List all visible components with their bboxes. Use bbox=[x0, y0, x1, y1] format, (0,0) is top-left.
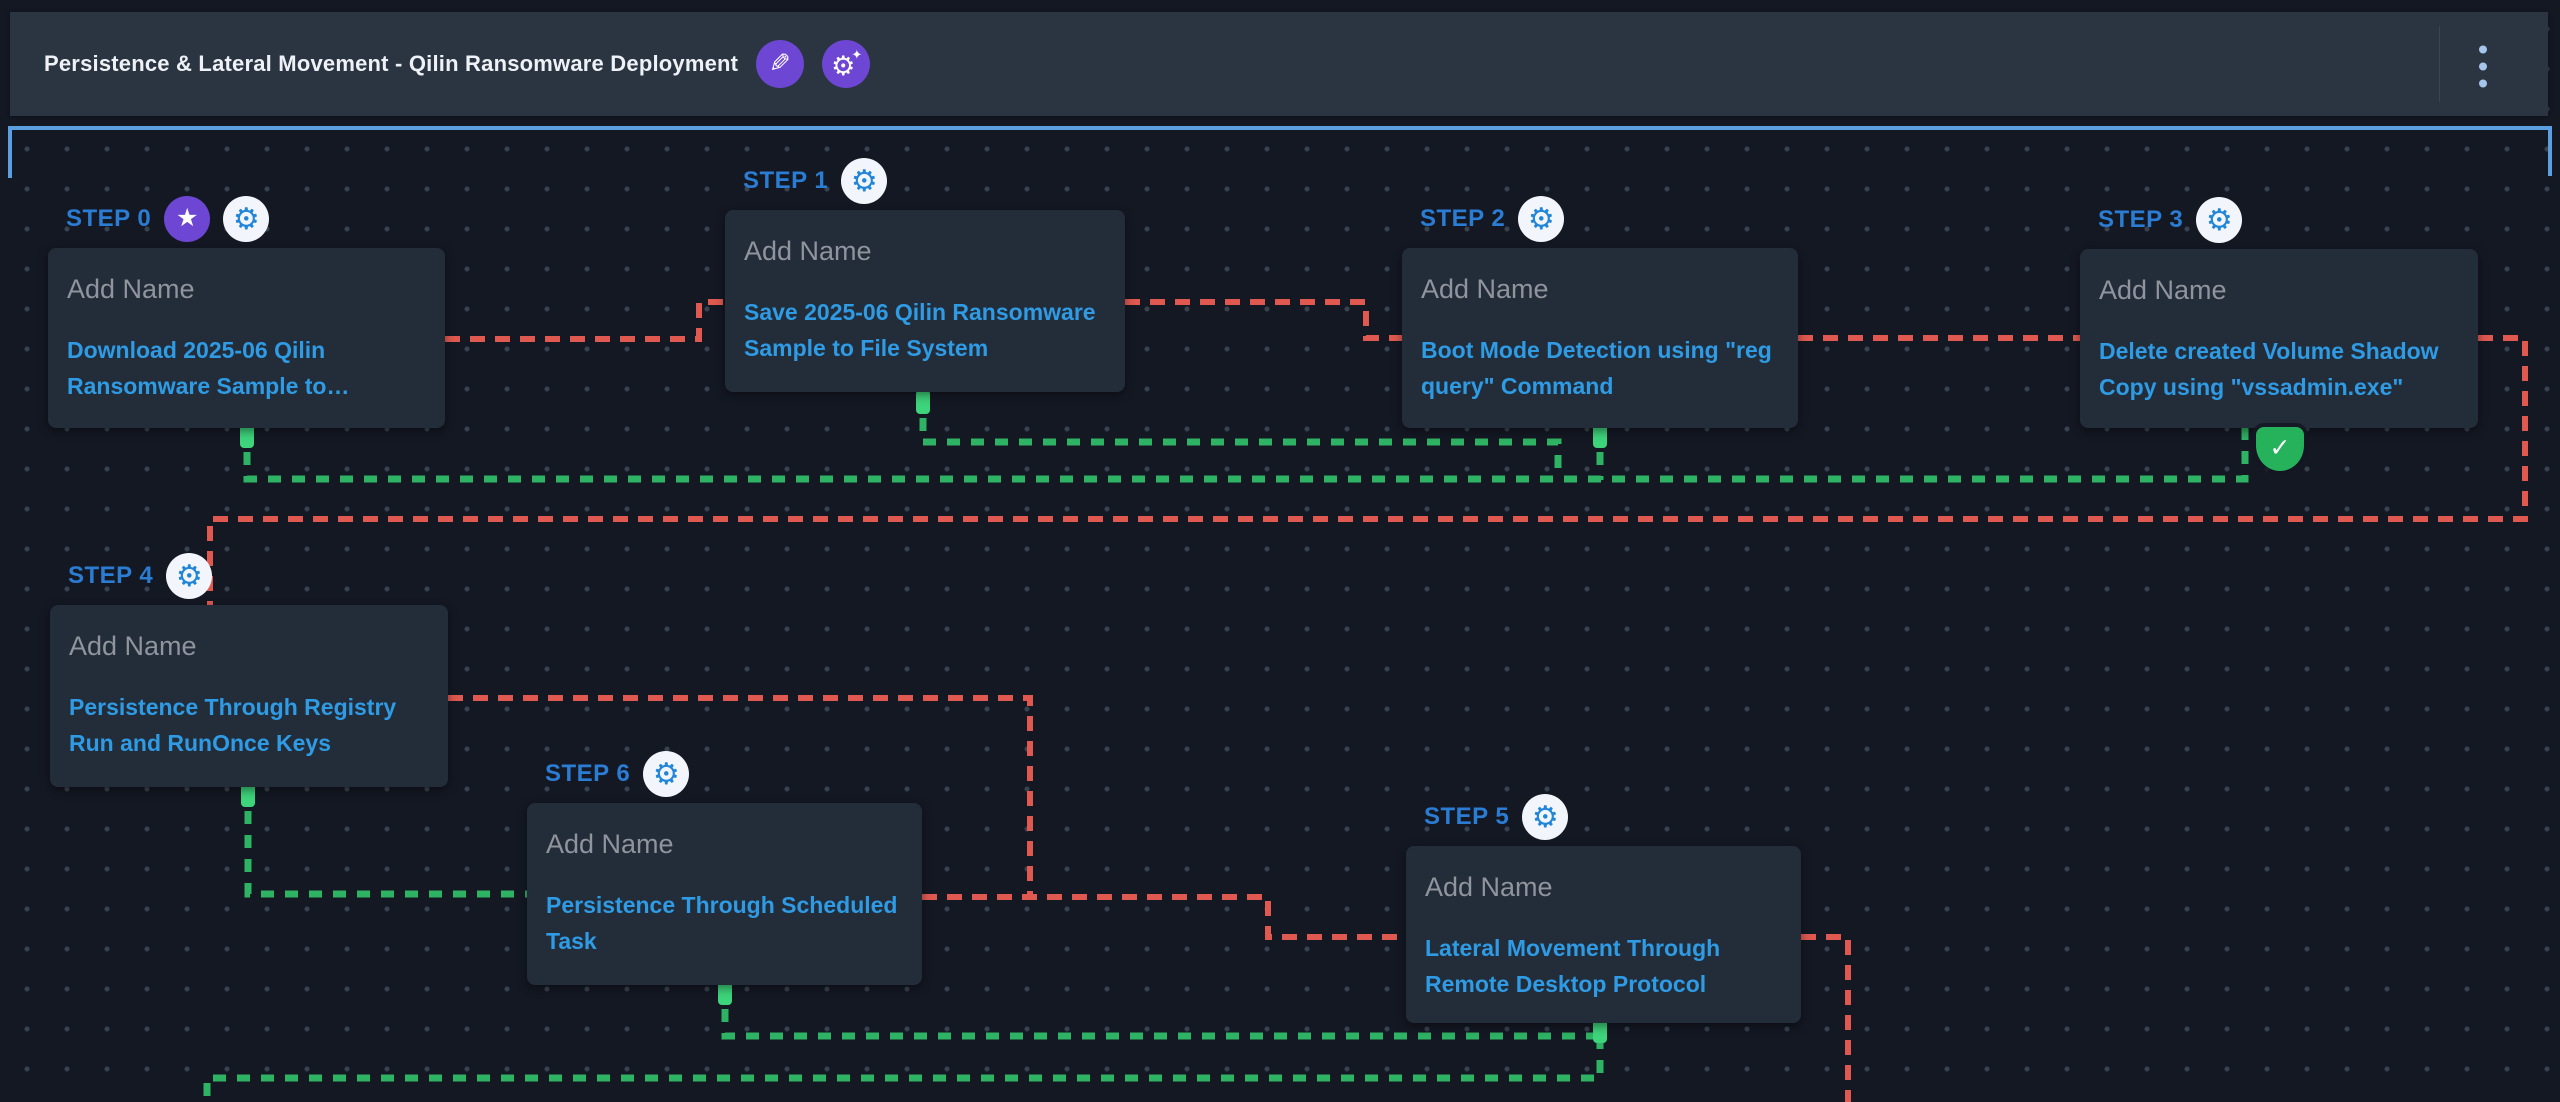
star-icon: ★ bbox=[176, 203, 199, 232]
step-4-name-placeholder[interactable]: Add Name bbox=[69, 631, 197, 661]
kebab-dot bbox=[2479, 79, 2487, 88]
gear-icon: ⚙ bbox=[175, 560, 203, 593]
step-6-description-link[interactable]: Persistence Through Scheduled Task bbox=[546, 892, 898, 954]
step-0-name-placeholder[interactable]: Add Name bbox=[67, 274, 195, 304]
step-5-label: STEP 5 bbox=[1424, 803, 1510, 830]
step-0-description-link[interactable]: Download 2025-06 Qilin Ransomware Sample… bbox=[67, 337, 350, 399]
step-2-name-placeholder[interactable]: Add Name bbox=[1421, 274, 1549, 304]
output-connector-stub[interactable] bbox=[916, 390, 930, 414]
workflow-title: Persistence & Lateral Movement - Qilin R… bbox=[44, 51, 739, 76]
step-6-label: STEP 6 bbox=[545, 760, 631, 787]
step-1-settings-button[interactable]: ⚙ bbox=[841, 158, 888, 204]
step-0-settings-button[interactable]: ⚙ bbox=[223, 196, 270, 242]
check-icon: ✓ bbox=[2269, 434, 2291, 462]
step-1-label: STEP 1 bbox=[743, 167, 829, 194]
step-2-settings-button[interactable]: ⚙ bbox=[1518, 196, 1565, 242]
step-1-description-link[interactable]: Save 2025-06 Qilin Ransomware Sample to … bbox=[744, 299, 1096, 361]
canvas-border-top bbox=[8, 126, 2552, 130]
gear-icon: ⚙ bbox=[232, 203, 260, 236]
step-0-label: STEP 0 bbox=[66, 205, 152, 232]
canvas-border-left bbox=[8, 126, 12, 178]
step-1-name-placeholder[interactable]: Add Name bbox=[744, 236, 872, 266]
workflow-settings-button[interactable]: ⚙ ✦ bbox=[822, 40, 871, 88]
header-divider bbox=[2439, 26, 2440, 102]
step-3-name-placeholder[interactable]: Add Name bbox=[2099, 275, 2227, 305]
step-3-label: STEP 3 bbox=[2098, 206, 2184, 233]
step-2-label: STEP 2 bbox=[1420, 205, 1506, 232]
edge-success bbox=[203, 1036, 1604, 1102]
sparkle-icon: ✦ bbox=[851, 47, 863, 62]
edge-success bbox=[244, 787, 527, 898]
gear-icon: ⚙ bbox=[831, 50, 856, 81]
step-0-star-button[interactable]: ★ bbox=[164, 196, 211, 242]
edge-fail bbox=[445, 299, 725, 342]
edge-success bbox=[243, 428, 2249, 483]
gear-icon: ⚙ bbox=[1527, 203, 1555, 236]
step-6-name-placeholder[interactable]: Add Name bbox=[546, 829, 674, 859]
step-3-description-link[interactable]: Delete created Volume Shadow Copy using … bbox=[2099, 338, 2439, 400]
kebab-dot bbox=[2479, 62, 2487, 71]
canvas-border-right bbox=[2548, 126, 2552, 176]
step-4-label: STEP 4 bbox=[68, 562, 154, 589]
step-3-settings-button[interactable]: ⚙ bbox=[2196, 197, 2243, 243]
edge-fail bbox=[1125, 299, 1402, 341]
edge-fail bbox=[922, 894, 1406, 940]
pencil-icon: ✎ bbox=[769, 47, 792, 78]
gear-icon: ⚙ bbox=[652, 758, 680, 791]
gear-icon: ⚙ bbox=[850, 165, 878, 198]
kebab-dot bbox=[2479, 45, 2487, 54]
overflow-menu-button[interactable] bbox=[2475, 42, 2491, 92]
step-4-settings-button[interactable]: ⚙ bbox=[166, 553, 213, 599]
edit-workflow-button[interactable]: ✎ bbox=[756, 40, 805, 88]
gear-icon: ⚙ bbox=[1531, 801, 1559, 834]
step-5-settings-button[interactable]: ⚙ bbox=[1522, 794, 1569, 840]
step-4-description-link[interactable]: Persistence Through Registry Run and Run… bbox=[69, 694, 397, 756]
gear-icon: ⚙ bbox=[2205, 204, 2233, 237]
step-5-description-link[interactable]: Lateral Movement Through Remote Desktop … bbox=[1425, 935, 1721, 997]
step-6-settings-button[interactable]: ⚙ bbox=[643, 751, 690, 797]
step-3-success-badge: ✓ bbox=[2256, 427, 2304, 471]
step-2-description-link[interactable]: Boot Mode Detection using "reg query" Co… bbox=[1421, 337, 1772, 399]
workflow-header: Persistence & Lateral Movement - Qilin R… bbox=[10, 12, 2548, 116]
step-5-name-placeholder[interactable]: Add Name bbox=[1425, 872, 1553, 902]
edge-fail bbox=[1801, 934, 1851, 1102]
